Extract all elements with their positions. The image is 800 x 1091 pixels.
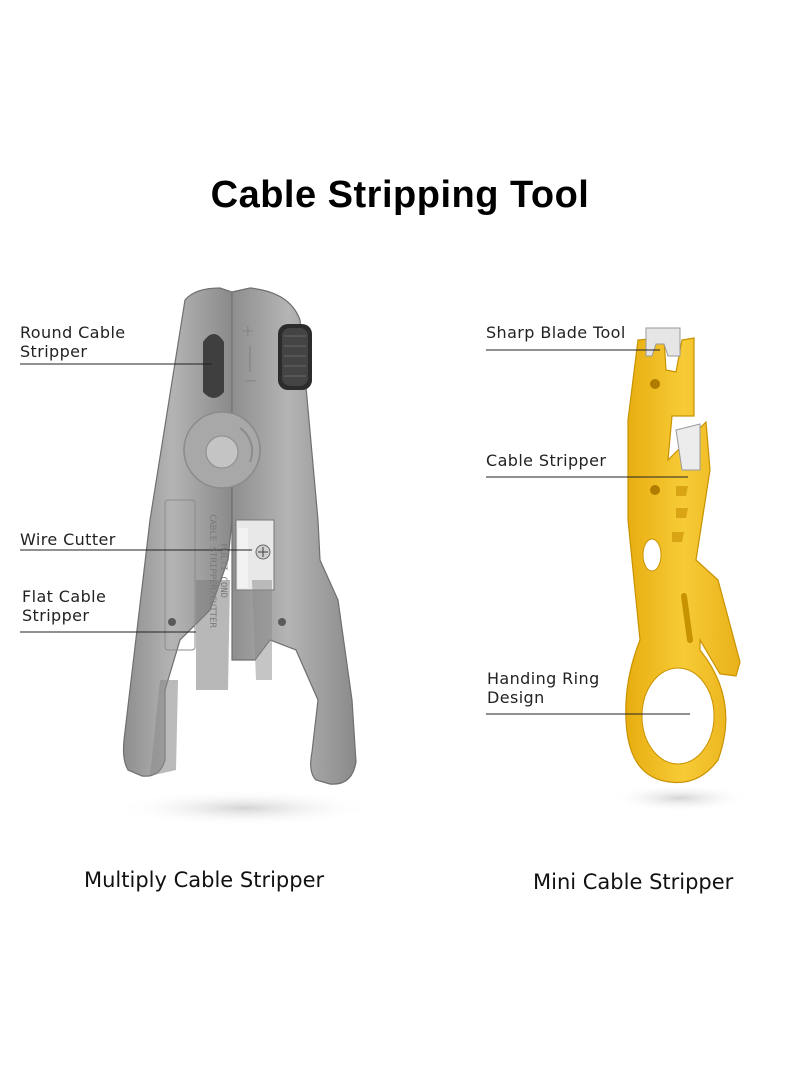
left-tool-shadow [115, 790, 375, 826]
handing-ring-hole [641, 667, 715, 765]
body-label-line-2: CABLE STRIPPER/CUTTER [207, 514, 217, 628]
mini-stripper-body [625, 337, 741, 784]
page-title: Cable Stripping Tool [210, 174, 590, 216]
caption-mini-cable-stripper: Mini Cable Stripper [533, 870, 734, 894]
sharp-blade-icon [645, 327, 681, 357]
round-stripper-jaw [203, 334, 224, 398]
callout-flat-cable-stripper: Flat Cable Stripper [22, 587, 107, 625]
body-label-text: MULTI-COND CABLE STRIPPER/CUTTER [206, 506, 228, 636]
callout-wire-cutter: Wire Cutter [20, 530, 116, 549]
callout-round-cable-stripper: Round Cable Stripper [20, 323, 126, 361]
flat-stripper-clip [196, 580, 230, 690]
callout-handing-ring-design: Handing Ring Design [487, 669, 600, 707]
caption-multiply-cable-stripper: Multiply Cable Stripper [84, 868, 325, 892]
adjustment-knob-icon [278, 324, 312, 390]
multiply-cable-stripper: + − [122, 287, 357, 785]
callout-cable-stripper: Cable Stripper [486, 451, 607, 470]
body-label-panel [164, 499, 196, 651]
pivot-icon [183, 411, 261, 489]
plus-icon: + [241, 321, 254, 340]
callout-sharp-blade-tool: Sharp Blade Tool [486, 323, 626, 342]
stripper-blade-icon [675, 423, 701, 471]
mini-cable-stripper [625, 327, 741, 784]
body-label-line-1: MULTI-COND [218, 543, 228, 599]
right-handle [231, 287, 357, 785]
right-tool-shadow [610, 784, 750, 812]
minus-icon: − [244, 371, 257, 390]
